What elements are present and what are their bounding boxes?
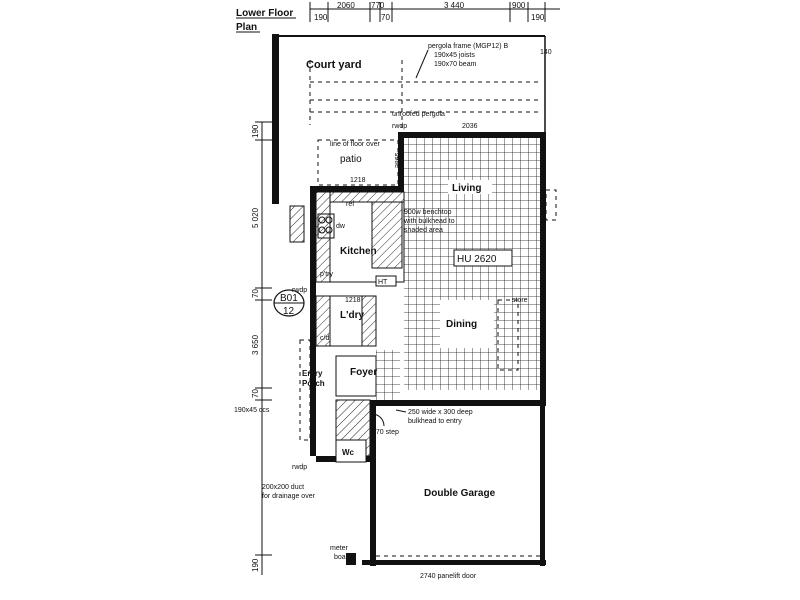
benchtop-note-2: with bulkhead to	[403, 218, 455, 225]
detail-callout: B01 12	[273, 289, 305, 317]
dim-left-5: 70	[251, 389, 260, 398]
foyer-label: Foyer	[350, 367, 377, 378]
store-label: store	[512, 297, 528, 304]
fridge-label: ref	[346, 201, 354, 208]
entry-label: Entry	[302, 369, 323, 378]
porch-label: Porch	[302, 379, 325, 388]
garage-door-note: 2740 panelift door	[420, 573, 477, 580]
edge-dim: 140	[540, 49, 552, 56]
benchtop-note-3: shaded area	[404, 227, 443, 234]
dim-top-6: 900	[512, 1, 526, 10]
bulkhead-note-2: bulkhead to entry	[408, 418, 462, 425]
floor-over-note: line of floor over	[330, 141, 380, 148]
svg-text:12: 12	[283, 306, 295, 317]
cd-label: c/d	[320, 335, 329, 342]
courtyard-label: Court yard	[306, 59, 362, 71]
dim-top-3: 770	[371, 1, 385, 10]
plan-title-line1: Lower Floor	[236, 8, 293, 19]
dim-top-4: 70	[381, 13, 390, 22]
benchtop-note-1: 900w benchtop	[404, 209, 452, 216]
duct-note-1: 200x200 duct	[262, 484, 304, 491]
kitchen-label: Kitchen	[340, 246, 377, 257]
d3-dim: 2865	[395, 152, 402, 168]
laundry-label: L'dry	[340, 310, 364, 321]
dim-left-2: 5 020	[251, 207, 260, 228]
duct-note-2: for drainage over	[262, 493, 316, 500]
rwdp-note-low: rwdp	[292, 464, 307, 471]
meter-note-1: meter	[330, 545, 349, 552]
d2-dim: 2036	[462, 123, 478, 130]
ht-label: HT	[378, 279, 388, 286]
meter-note-2: board	[334, 554, 352, 561]
dining-label: Dining	[446, 319, 477, 330]
dim-left-4: 3 650	[251, 334, 260, 355]
dishwasher-label: dw	[336, 223, 346, 230]
step-note: 170 step	[372, 429, 399, 436]
bulkhead-note-1: 250 wide x 300 deep	[408, 409, 473, 416]
svg-text:B01: B01	[280, 293, 298, 304]
dim-left-3: 70	[251, 289, 260, 298]
garage-label: Double Garage	[424, 488, 496, 499]
d4-dim: 1218	[345, 297, 361, 304]
section-ref: HU 2620	[457, 254, 497, 265]
dim-left-1: 190	[251, 124, 260, 138]
pergola-note-1: pergola frame (MGP12) B	[428, 43, 508, 50]
dim-top-1: 190	[314, 13, 328, 22]
dim-top-7: 190	[531, 13, 545, 22]
dim-left-6: 190	[251, 558, 260, 572]
left-dimension-line: 190 5 020 70 3 650 70 190	[251, 121, 272, 575]
unroofed-pergola-note: unroofed pergola	[392, 111, 445, 118]
plan-title-line2: Plan	[236, 22, 257, 33]
pantry-label: p'try	[320, 271, 334, 278]
rwdp-note-mid: rwdp	[292, 287, 307, 294]
dim-top-2: 2060	[337, 1, 355, 10]
living-label: Living	[452, 183, 481, 194]
patio-label: patio	[340, 154, 362, 165]
d1-dim: 1218	[350, 177, 366, 184]
pergola-note-2: 190x45 joists	[434, 52, 475, 59]
post-note: 190x45 ccs	[234, 407, 270, 414]
top-dimension-line: 190 2060 770 70 3 440 900 190	[309, 1, 560, 22]
dim-top-5: 3 440	[444, 1, 465, 10]
wc-label: Wc	[342, 448, 355, 457]
pergola-note-3: 190x70 beam	[434, 61, 477, 68]
rwdp-note-top: rwdp	[392, 123, 407, 130]
courtyard-boundary	[272, 34, 546, 204]
